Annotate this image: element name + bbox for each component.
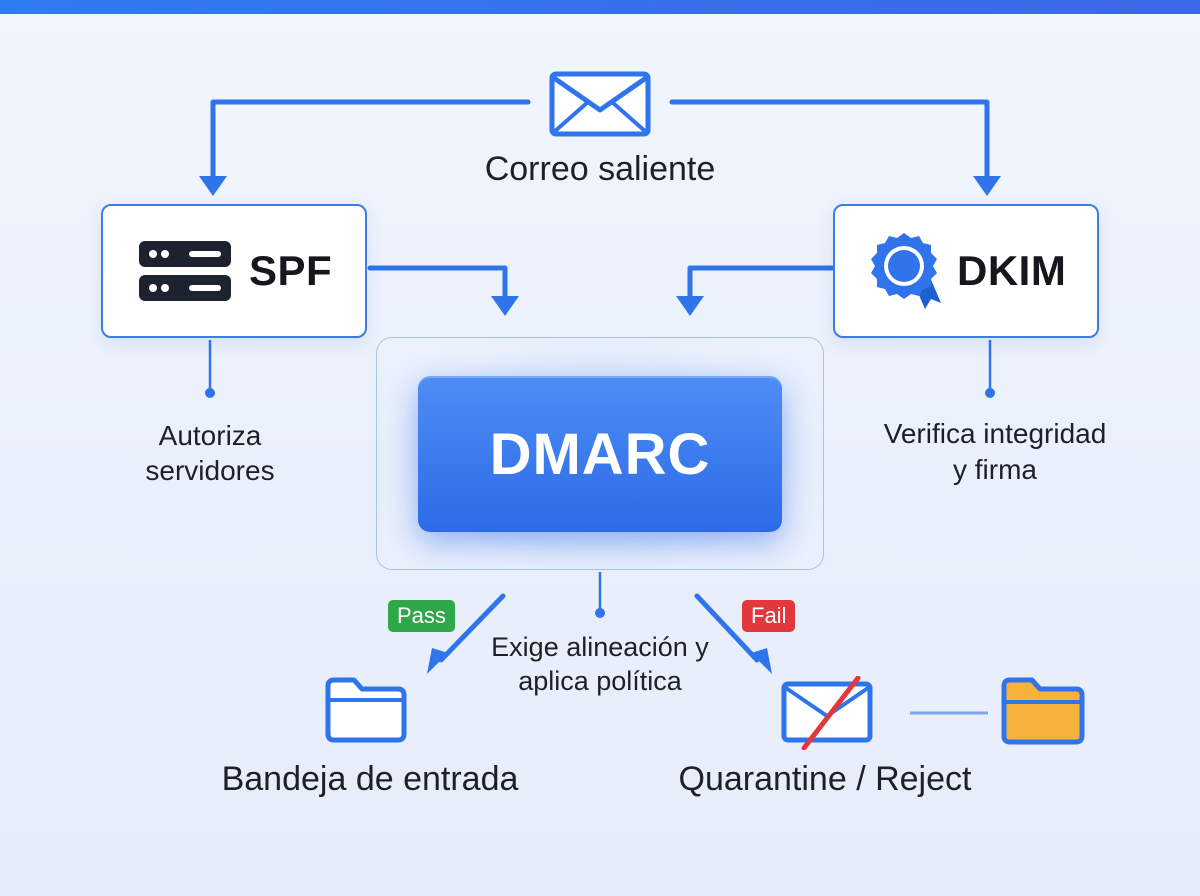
arrow-dmarc-to-quarantine xyxy=(694,593,760,663)
spf-box: SPF xyxy=(101,204,367,338)
fail-badge: Fail xyxy=(742,600,796,632)
spf-description: Autoriza servidores xyxy=(145,420,275,486)
seal-badge-icon xyxy=(871,233,941,309)
dkim-box: DKIM xyxy=(833,204,1099,338)
dmarc-box: DMARC xyxy=(418,376,782,532)
dmarc-description: Exige alineación y aplica política xyxy=(491,632,709,696)
inbox-label: Bandeja de entrada xyxy=(221,760,519,798)
dmarc-label: DMARC xyxy=(489,421,711,487)
arrow-dkim-to-dmarc xyxy=(687,265,835,299)
arrow-mail-to-spf xyxy=(210,99,531,179)
arrow-spf-to-dmarc xyxy=(367,265,508,299)
spf-label: SPF xyxy=(249,247,333,294)
top-accent-bar xyxy=(0,0,1200,14)
crossed-envelope-icon xyxy=(781,676,873,750)
dkim-label: DKIM xyxy=(957,247,1067,294)
folder-outline-icon xyxy=(325,677,407,743)
envelope-icon xyxy=(549,71,651,137)
dkim-description: Verifica integridad y firma xyxy=(883,418,1107,485)
folder-filled-icon xyxy=(1001,677,1085,745)
quarantine-label: Quarantine / Reject xyxy=(678,760,972,798)
arrow-dmarc-to-inbox xyxy=(438,593,506,663)
server-stack-icon xyxy=(139,241,231,301)
arrow-mail-to-dkim xyxy=(669,99,990,179)
source-label: Correo saliente xyxy=(484,150,716,188)
pass-badge: Pass xyxy=(388,600,455,632)
